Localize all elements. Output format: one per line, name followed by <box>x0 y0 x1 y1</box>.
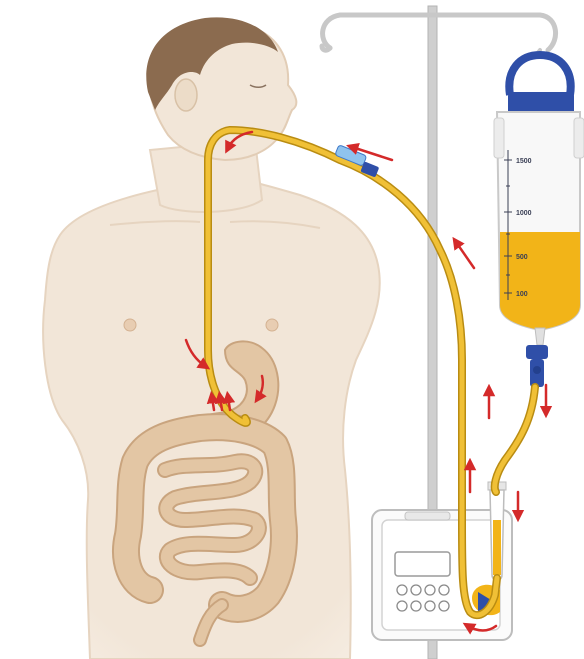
bag-handle <box>509 55 570 95</box>
scale-label-1500: 1500 <box>516 158 532 165</box>
roller-clamp-icon <box>526 345 548 387</box>
scale-label-100: 100 <box>516 291 528 298</box>
pump-handle <box>405 512 450 520</box>
pump-display <box>395 552 450 576</box>
scale-label-1000: 1000 <box>516 210 532 217</box>
scale-label-500: 500 <box>516 254 528 261</box>
feeding-pump <box>372 482 512 640</box>
feeding-bag: 1500 1000 500 100 <box>494 50 584 387</box>
ear <box>175 79 197 111</box>
feed-liquid <box>500 232 580 330</box>
